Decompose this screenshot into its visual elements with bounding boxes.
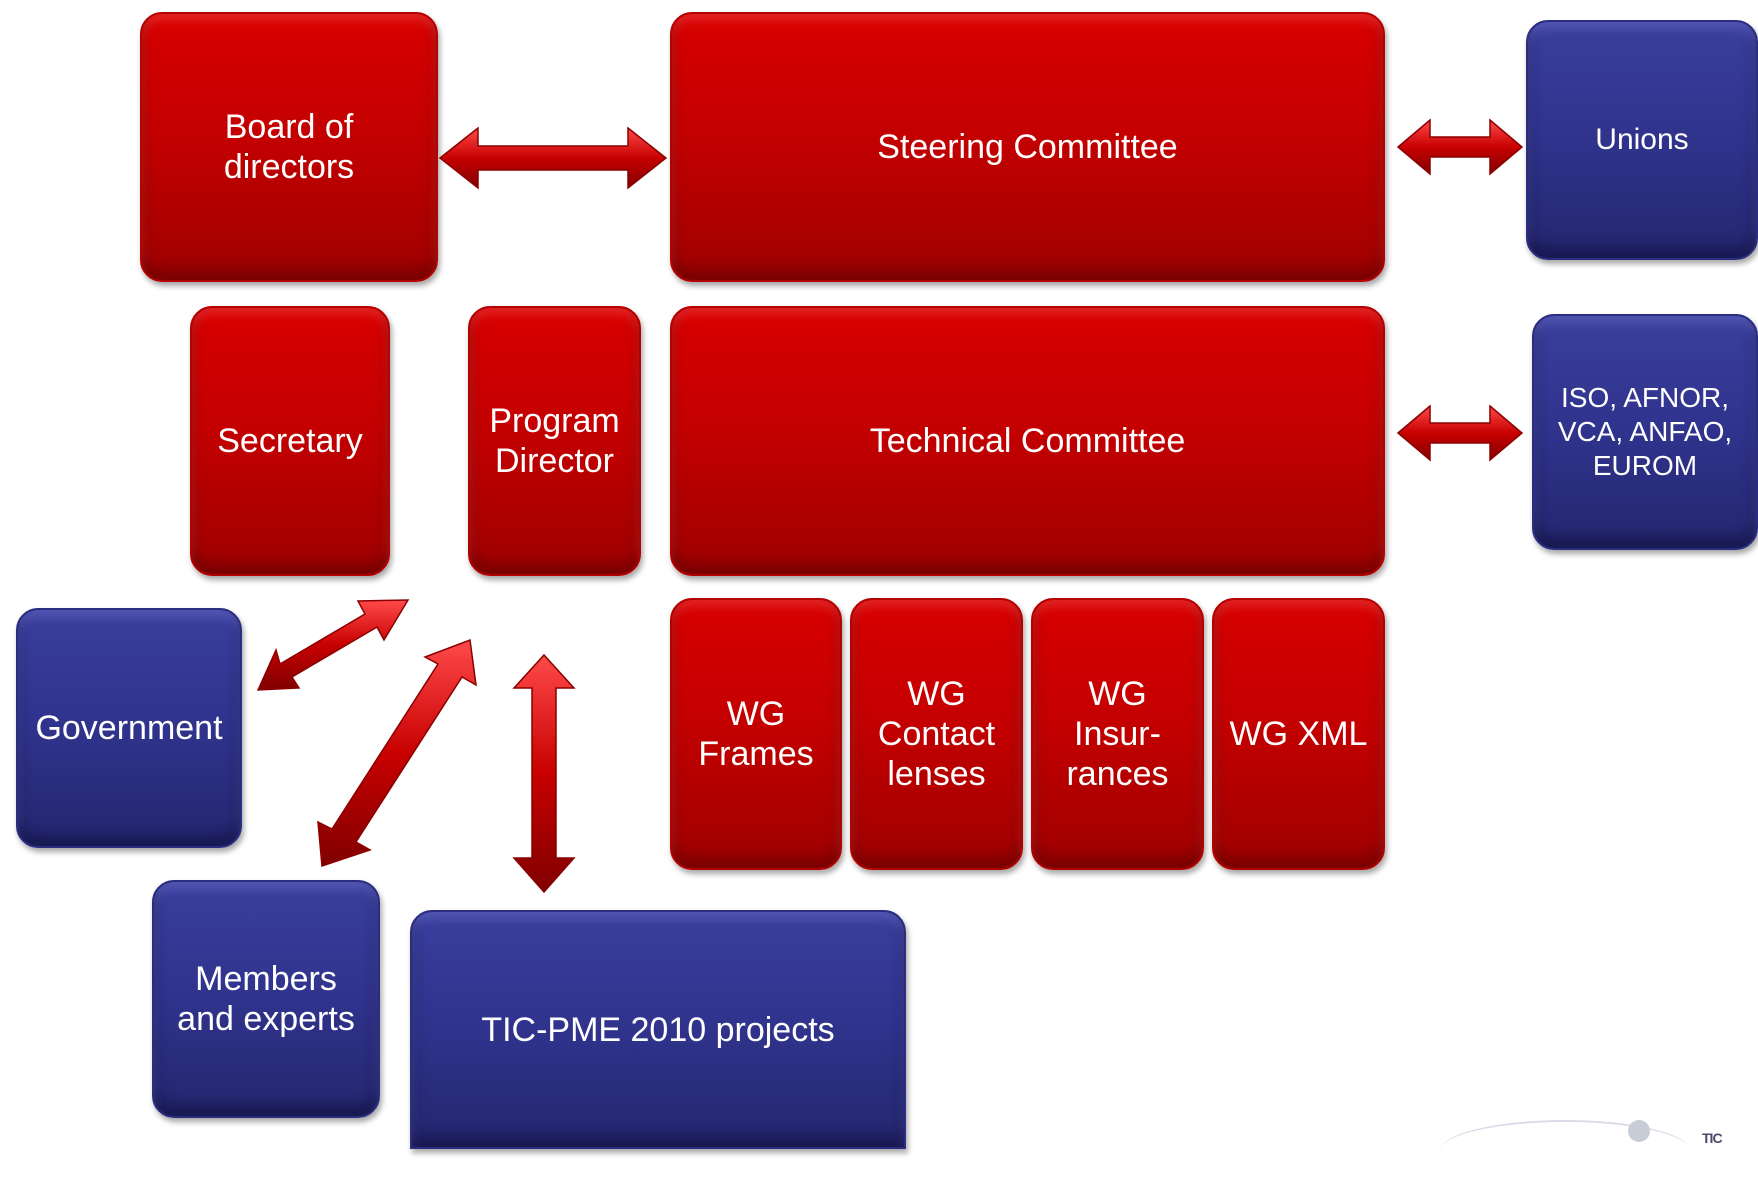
wg-insurances-box: WG Insur- rances bbox=[1031, 598, 1204, 870]
wg-xml-box: WG XML bbox=[1212, 598, 1385, 870]
technical-standards-arrow bbox=[1396, 404, 1524, 462]
secretary-box: Secretary bbox=[190, 306, 390, 576]
technical-committee-box: Technical Committee bbox=[670, 306, 1385, 576]
tic-pme-projects-box: TIC-PME 2010 projects bbox=[410, 910, 906, 1149]
wg-contact-lenses-box: WG Contact lenses bbox=[850, 598, 1023, 870]
director-government-arrow bbox=[256, 599, 410, 691]
logo-dot bbox=[1628, 1120, 1650, 1142]
logo-arc bbox=[1440, 1120, 1690, 1182]
unions-box: Unions bbox=[1526, 20, 1758, 260]
tic-logo: TIC bbox=[1702, 1130, 1723, 1146]
board-of-directors-box: Board of directors bbox=[140, 12, 438, 282]
steering-unions-arrow bbox=[1396, 118, 1524, 176]
wg-frames-box: WG Frames bbox=[670, 598, 842, 870]
director-members-arrow bbox=[317, 638, 477, 868]
steering-committee-box: Steering Committee bbox=[670, 12, 1385, 282]
members-and-experts-box: Members and experts bbox=[152, 880, 380, 1118]
standards-bodies-box: ISO, AFNOR, VCA, ANFAO, EUROM bbox=[1532, 314, 1758, 550]
program-director-box: Program Director bbox=[468, 306, 641, 576]
director-ticpme-arrow bbox=[512, 653, 576, 894]
board-steering-arrow bbox=[438, 126, 668, 190]
connector-arrows bbox=[256, 118, 1524, 894]
government-box: Government bbox=[16, 608, 242, 848]
